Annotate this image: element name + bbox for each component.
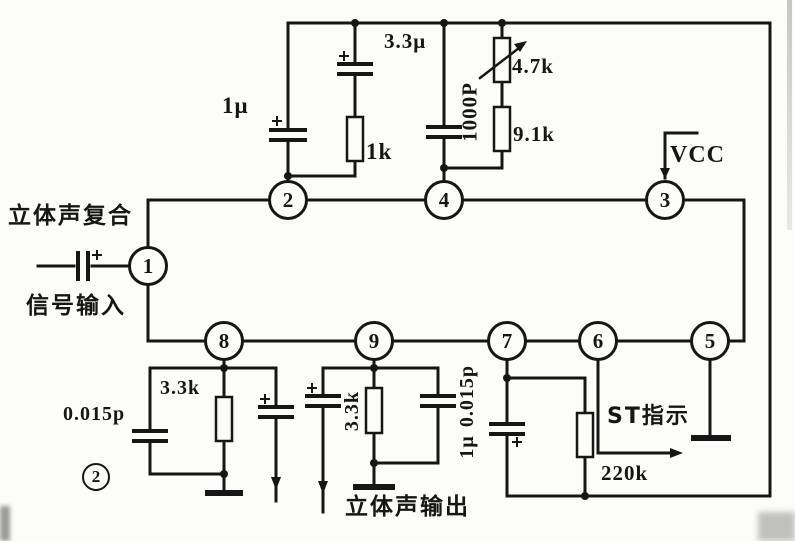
label-vcc: VCC	[670, 142, 725, 168]
wire-pin1-to-pin8	[146, 284, 206, 343]
wire-pin2-branch	[286, 21, 357, 182]
vcc-arrow	[660, 131, 699, 180]
label-st-indicator: ST指示	[607, 404, 690, 429]
capacitor-0-015p-pin9	[420, 394, 456, 408]
pin-number: 4	[438, 187, 450, 212]
pin-number: 3	[659, 187, 671, 212]
pin-number: 7	[501, 328, 513, 353]
capacitor-above-1k	[337, 51, 373, 76]
label-res-220k: 220k	[601, 461, 649, 485]
label-stereo-output: 立体声输出	[345, 494, 470, 520]
label-cap-1u-top: 1μ	[222, 93, 249, 118]
wire-pin6-st-indicator	[596, 359, 683, 458]
ic-pin-9: 9	[354, 321, 394, 361]
capacitor-1u-top	[269, 116, 307, 142]
pin-number: 1	[142, 253, 154, 278]
label-res-9-1k: 9.1k	[513, 122, 555, 146]
ic-pin-3: 3	[645, 180, 685, 220]
label-cap-0015p-pin8: 0.015p	[63, 403, 126, 425]
capacitor-pin8-right	[258, 394, 294, 419]
label-stereo-composite: 立体声复合	[8, 203, 133, 229]
label-signal-input: 信号输入	[26, 293, 126, 319]
resistor-3-3k-pin9	[364, 386, 384, 435]
wire-pin8-network	[148, 359, 278, 503]
output-arrow-right	[318, 481, 328, 494]
capacitor-1u-pin7	[489, 422, 525, 447]
ic-pin-2: 2	[268, 180, 308, 220]
resistor-9-1k	[492, 105, 512, 153]
output-arrow-left	[271, 477, 281, 490]
capacitor-1000p	[426, 125, 462, 139]
wire-pin7-network	[505, 359, 587, 498]
capacitor-pin9-left	[305, 383, 341, 408]
ic-pin-8: 8	[204, 321, 244, 361]
ic-pin-5: 5	[690, 321, 730, 361]
label-cap-3-3u: 3.3μ	[384, 29, 427, 53]
ic-pin-7: 7	[487, 321, 527, 361]
pin-number: 8	[218, 328, 230, 353]
resistor-4-7k-variable	[478, 36, 527, 84]
pin-number: 9	[368, 328, 380, 353]
wire-top-right-bottom-rail	[286, 21, 772, 498]
wire-pin3-to-pin5	[683, 198, 746, 343]
label-res-4-7k: 4.7k	[512, 54, 554, 78]
junction-dots	[220, 19, 589, 500]
resistor-220k	[575, 411, 595, 459]
wire-pin1-to-pin2	[146, 198, 270, 248]
pin-number: 6	[592, 328, 604, 353]
figure-number-badge: 2	[82, 463, 110, 491]
label-res-3-3k-pin8: 3.3k	[160, 377, 201, 399]
pin-number: 5	[704, 328, 716, 353]
figure-number-digit: 2	[91, 467, 101, 486]
pin-number: 2	[282, 187, 294, 212]
ic-pin-6: 6	[578, 321, 618, 361]
resistor-3-3k-pin8	[214, 395, 234, 443]
label-res-1k: 1k	[366, 139, 393, 164]
ic-pin-1: 1	[128, 246, 168, 286]
capacitor-input	[76, 250, 102, 281]
ic-pin-4: 4	[424, 180, 464, 220]
wire-pin4-branch	[442, 21, 504, 182]
capacitor-0-015p-pin8	[132, 429, 168, 443]
resistor-1k	[345, 115, 365, 163]
